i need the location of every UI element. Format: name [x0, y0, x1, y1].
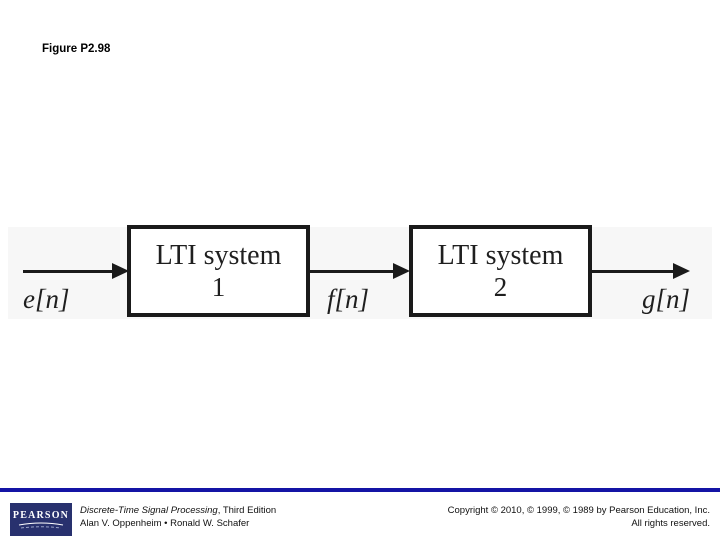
footer-rule [0, 488, 720, 492]
input-signal-label: e[n] [23, 284, 70, 314]
lti-system-2-label: LTI system [437, 240, 564, 272]
output-signal-label: g[n] [642, 284, 691, 314]
input-arrowhead-icon [112, 263, 129, 279]
footer-book-title-line: Discrete-Time Signal Processing, Third E… [80, 504, 276, 517]
input-wire [23, 270, 115, 273]
output-wire [590, 270, 674, 273]
footer-copyright: Copyright © 2010, © 1999, © 1989 by Pear… [448, 504, 710, 530]
lti-system-2-block: LTI system 2 [409, 225, 592, 317]
copyright-line1: Copyright © 2010, © 1999, © 1989 by Pear… [447, 505, 710, 516]
lti-system-2-number: 2 [493, 271, 508, 302]
footer-book-info: Discrete-Time Signal Processing, Third E… [80, 504, 276, 530]
pearson-logo: PEARSON [10, 503, 72, 536]
book-authors: Alan V. Oppenheim • Ronald W. Schafer [80, 518, 250, 529]
middle-arrowhead-icon [393, 263, 410, 279]
book-edition: , Third Edition [217, 505, 277, 516]
copyright-line2: All rights reserved. [631, 518, 710, 529]
middle-signal-label: f[n] [327, 284, 370, 314]
lti-system-1-number: 1 [211, 271, 226, 302]
book-title: Discrete-Time Signal Processing [80, 505, 218, 516]
middle-wire [308, 270, 395, 273]
figure-label: Figure P2.98 [42, 43, 111, 55]
pearson-logo-text: PEARSON [12, 509, 70, 521]
lti-system-1-label: LTI system [155, 240, 282, 272]
output-arrowhead-icon [673, 263, 690, 279]
lti-system-1-block: LTI system 1 [127, 225, 310, 317]
pearson-swoosh-icon [18, 522, 64, 528]
